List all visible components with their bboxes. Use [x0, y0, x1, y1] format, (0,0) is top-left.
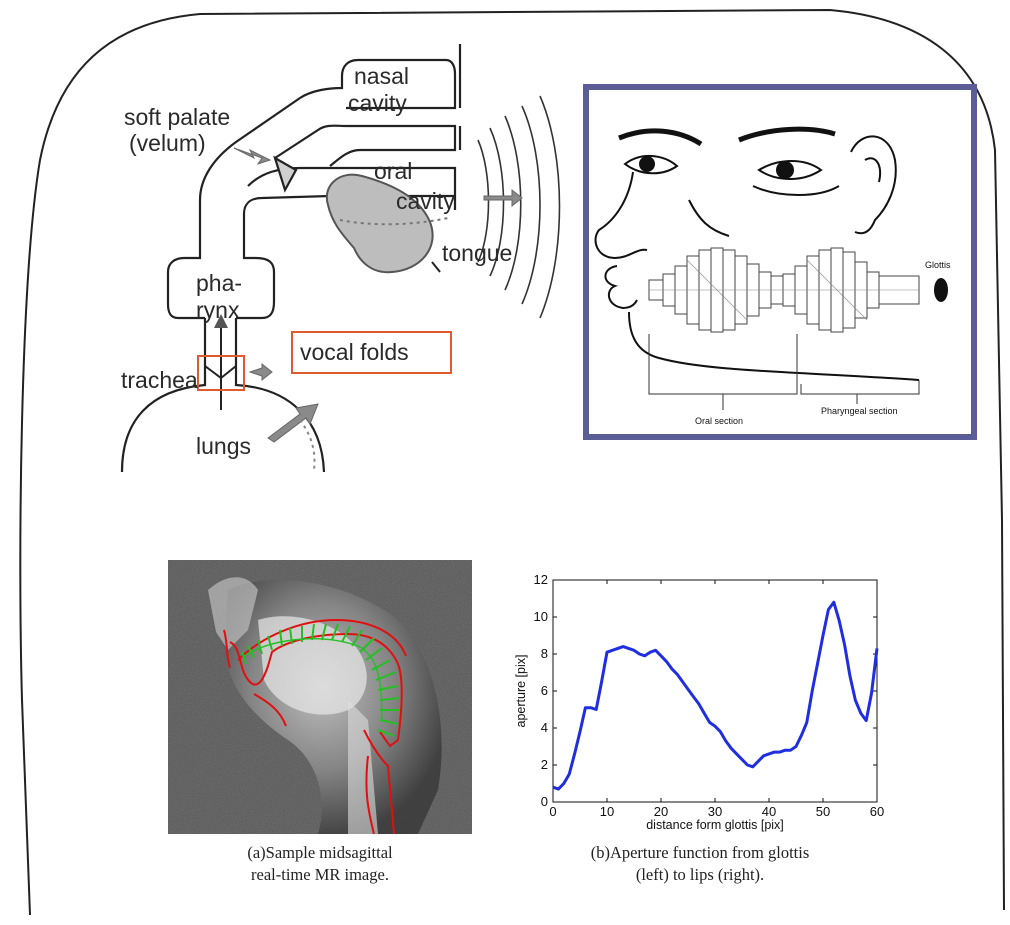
- x-tick-label: 60: [870, 804, 884, 819]
- y-axis-label: aperture [pix]: [514, 655, 528, 728]
- label-pharynx-2: rynx: [196, 297, 240, 323]
- label-pharynx-1: pha-: [196, 270, 243, 296]
- y-tick-label: 8: [541, 646, 548, 661]
- face-drawing: Glottis Oral section Pharyngeal section: [594, 126, 951, 426]
- label-oral-cavity: cavity: [396, 188, 455, 214]
- x-tick-label: 30: [708, 804, 722, 819]
- y-tick-label: 6: [541, 683, 548, 698]
- vocal-folds-box: [291, 331, 452, 374]
- x-tick-label: 0: [549, 804, 556, 819]
- chart-caption-line2: (left) to lips (right).: [635, 865, 765, 884]
- label-glottis: Glottis: [925, 260, 951, 270]
- aperture-series-line: [552, 600, 879, 791]
- x-tick-label: 50: [816, 804, 830, 819]
- x-tick-label: 10: [600, 804, 614, 819]
- vocal-tract-diagram: [120, 44, 561, 473]
- label-tongue: tongue: [442, 240, 513, 266]
- label-lungs: lungs: [196, 433, 251, 459]
- y-tick-label: 12: [534, 572, 548, 587]
- y-tick-label: 10: [534, 609, 548, 624]
- y-tick-label: 4: [541, 720, 548, 735]
- aperture-chart: 0 10 20 30 40 50 60 0 2 4 6 8 10 12 distance form glot…: [514, 572, 884, 832]
- label-vocal-folds: vocal folds: [300, 339, 409, 365]
- y-tick-label: 0: [541, 794, 548, 809]
- x-tick-label: 40: [762, 804, 776, 819]
- chart-caption-line1: (b)Aperture function from glottis: [590, 843, 810, 862]
- mri-image: [168, 560, 472, 834]
- label-soft-palate: soft palate: [124, 104, 231, 130]
- label-pharyngeal-section: Pharyngeal section: [821, 406, 898, 416]
- label-nasal-cavity: cavity: [348, 90, 407, 116]
- label-nasal: nasal: [354, 63, 409, 89]
- x-axis-label: distance form glottis [pix]: [646, 818, 784, 832]
- x-tick-label: 20: [654, 804, 668, 819]
- plot-area: [552, 579, 878, 803]
- label-oral-section: Oral section: [695, 416, 743, 426]
- label-oral: oral: [374, 158, 413, 184]
- face-tube-figure: Glottis Oral section Pharyngeal section: [583, 84, 977, 440]
- mri-caption-line1: (a)Sample midsagittal: [247, 843, 393, 862]
- y-tick-label: 2: [541, 757, 548, 772]
- label-trachea: trachea: [121, 367, 198, 393]
- label-velum: (velum): [129, 130, 206, 156]
- mri-caption-line2: real-time MR image.: [251, 865, 389, 884]
